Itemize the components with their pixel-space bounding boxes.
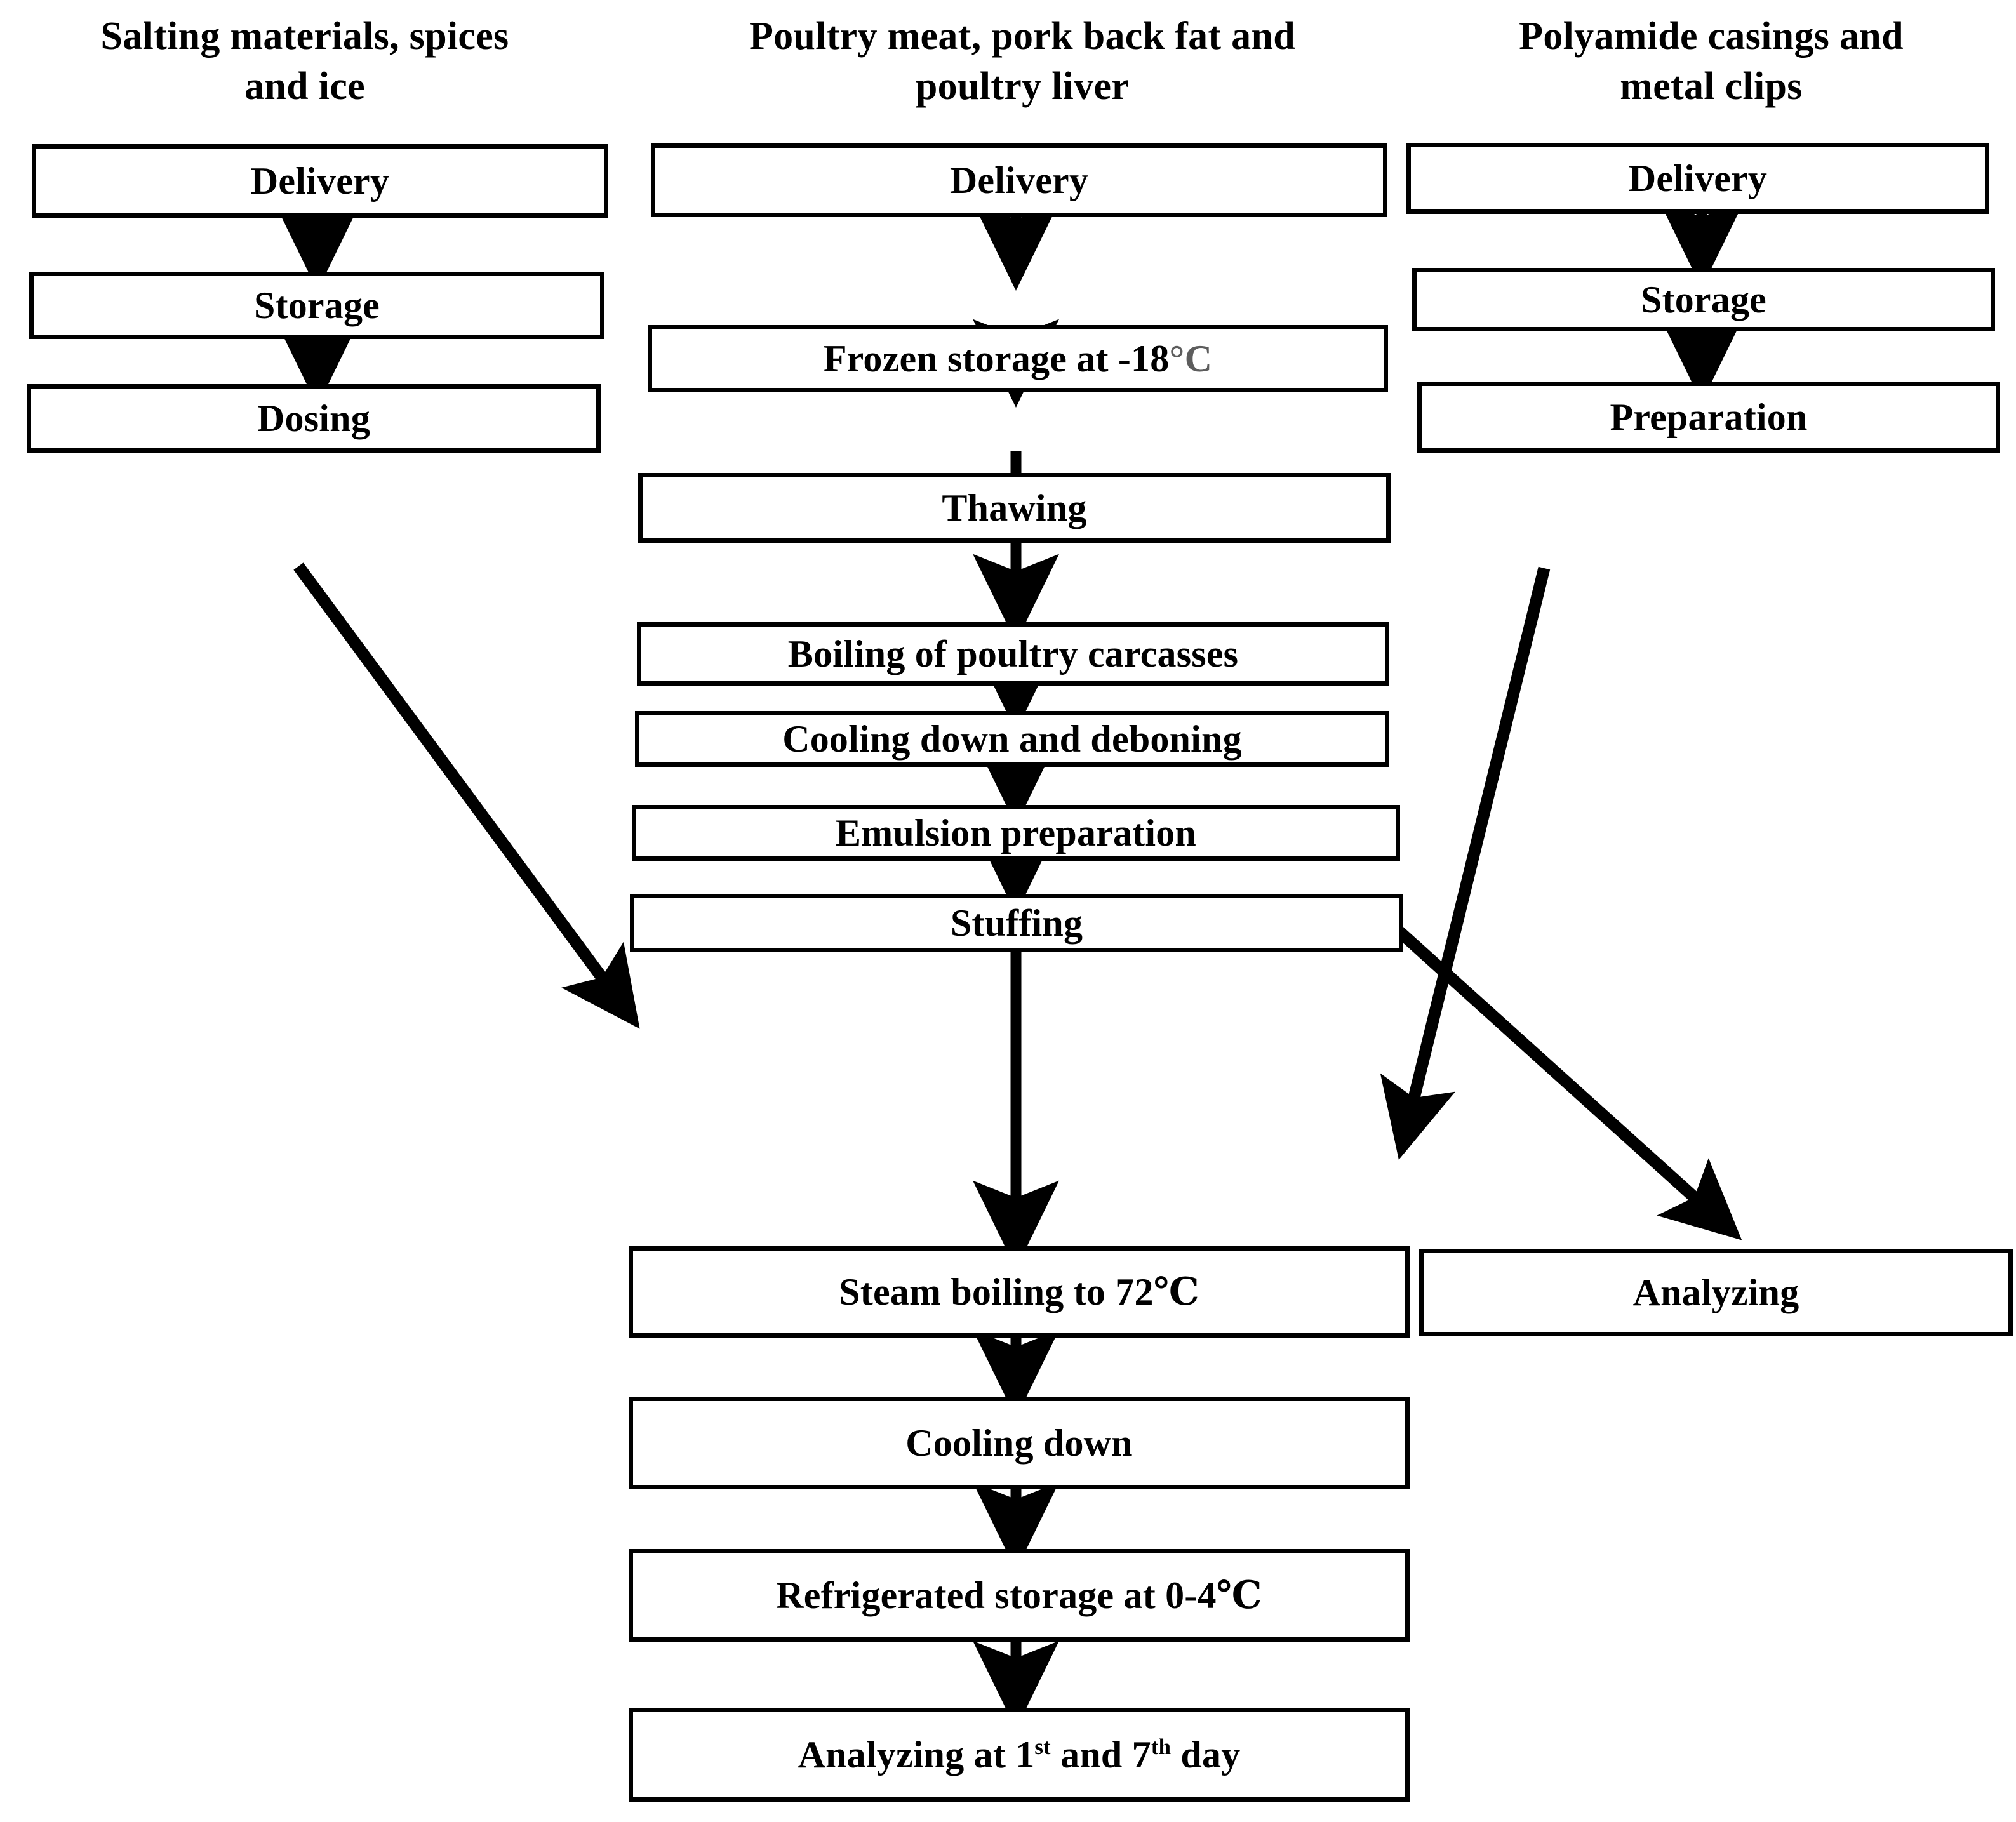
node-analyzing-days[interactable]: Analyzing at 1st and 7th day bbox=[629, 1708, 1410, 1802]
node-label: Stuffing bbox=[950, 901, 1083, 944]
node-label: Frozen storage at -18°C bbox=[824, 337, 1212, 381]
analyzing-days-prefix: Analyzing at 1 bbox=[798, 1733, 1035, 1776]
node-casings-delivery[interactable]: Delivery bbox=[1406, 143, 1989, 214]
node-salting-storage[interactable]: Storage bbox=[29, 272, 604, 339]
node-salting-delivery[interactable]: Delivery bbox=[32, 144, 608, 218]
node-salting-dosing[interactable]: Dosing bbox=[27, 384, 601, 453]
node-casings-storage[interactable]: Storage bbox=[1412, 268, 1995, 331]
ordinal-suffix-first: st bbox=[1034, 1734, 1051, 1759]
node-label: Steam boiling to 72℃ bbox=[839, 1271, 1199, 1313]
node-meat-frozen-storage[interactable]: Frozen storage at -18°C bbox=[648, 325, 1388, 392]
node-label: Analyzing bbox=[1632, 1271, 1799, 1313]
column-header-casings: Polyamide casings and metal clips bbox=[1519, 15, 1904, 109]
column-header-salting: Salting materials, spices and ice bbox=[100, 15, 509, 109]
node-stuffing[interactable]: Stuffing bbox=[630, 894, 1403, 952]
node-meat-thawing[interactable]: Thawing bbox=[638, 473, 1391, 543]
node-label: Delivery bbox=[250, 159, 390, 202]
node-label: Thawing bbox=[942, 486, 1087, 529]
arrow-preparation-to-stuffing bbox=[1380, 566, 1551, 1160]
node-emulsion-preparation[interactable]: Emulsion preparation bbox=[632, 805, 1400, 861]
node-steam-boiling[interactable]: Steam boiling to 72℃ bbox=[629, 1246, 1410, 1338]
degree-celsius-symbol: °C bbox=[1169, 337, 1213, 380]
node-label: Delivery bbox=[1628, 157, 1768, 199]
node-label: Analyzing at 1st and 7th day bbox=[798, 1733, 1241, 1777]
ordinal-suffix-seventh: th bbox=[1151, 1734, 1172, 1759]
node-cooling-down[interactable]: Cooling down bbox=[629, 1397, 1410, 1489]
node-label: Storage bbox=[253, 284, 380, 326]
column-header-meat: Poultry meat, pork back fat and poultry … bbox=[749, 15, 1296, 109]
node-label: Storage bbox=[1640, 278, 1766, 321]
arrow-dosing-to-emulsion bbox=[293, 562, 640, 1029]
node-meat-boiling[interactable]: Boiling of poultry carcasses bbox=[637, 622, 1389, 686]
node-label: Cooling down and deboning bbox=[782, 717, 1242, 760]
node-meat-delivery[interactable]: Delivery bbox=[651, 143, 1387, 217]
node-label: Dosing bbox=[257, 397, 370, 439]
node-label: Boiling of poultry carcasses bbox=[787, 632, 1239, 675]
node-label: Refrigerated storage at 0-4℃ bbox=[776, 1574, 1262, 1616]
node-label: Cooling down bbox=[905, 1421, 1133, 1464]
node-analyzing[interactable]: Analyzing bbox=[1419, 1249, 2013, 1336]
node-refrigerated-storage[interactable]: Refrigerated storage at 0-4℃ bbox=[629, 1549, 1410, 1642]
node-label: Preparation bbox=[1610, 396, 1808, 438]
frozen-storage-text: Frozen storage at -18 bbox=[823, 337, 1170, 380]
node-meat-cooling-deboning[interactable]: Cooling down and deboning bbox=[635, 711, 1389, 767]
node-label: Emulsion preparation bbox=[836, 811, 1196, 854]
node-label: Delivery bbox=[949, 159, 1089, 201]
arrow-emulsion-to-analyzing bbox=[1391, 923, 1742, 1240]
node-casings-preparation[interactable]: Preparation bbox=[1417, 382, 2000, 453]
analyzing-days-middle: and 7 bbox=[1050, 1733, 1151, 1776]
analyzing-days-suffix: day bbox=[1171, 1733, 1241, 1776]
